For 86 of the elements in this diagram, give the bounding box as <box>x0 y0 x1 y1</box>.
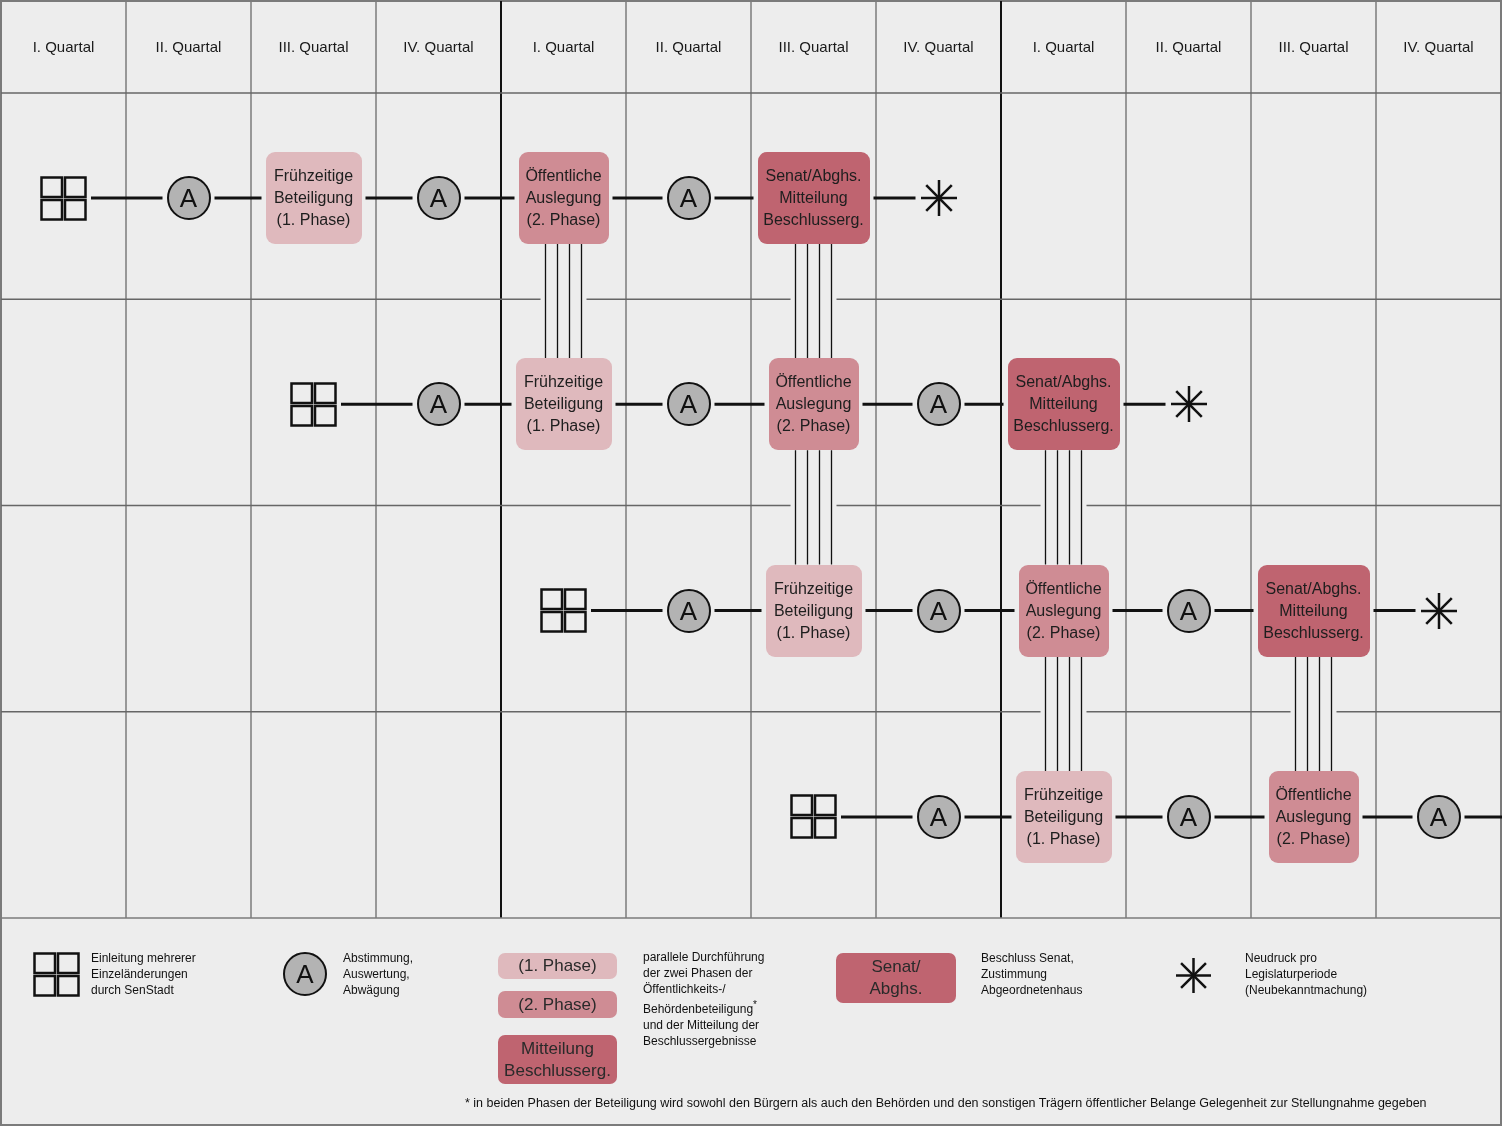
connector-line <box>1112 609 1163 613</box>
connector-line <box>615 402 663 406</box>
connector-line <box>1123 402 1166 406</box>
process-box: Frühzeitige Beteiligung (1. Phase) <box>765 564 862 657</box>
legend-text: parallele Durchführung der zwei Phasen der Öffentlichkeits-/ Behördenbeteiligung$^{*}$ und der Mitteilung der Beschlussergebnisse <box>643 949 766 1049</box>
step-circle: A <box>666 176 711 220</box>
parallel-lines <box>1294 655 1333 772</box>
connector-line <box>214 196 262 200</box>
connector-line <box>464 196 515 200</box>
parallel-lines <box>794 243 833 359</box>
process-box: Senat/Abghs. Mitteilung Beschlusserg. <box>757 152 870 244</box>
grid-icon <box>540 588 587 634</box>
process-box: Öffentliche Auslegung (2. Phase) <box>518 152 609 244</box>
column-header: II. Quartal <box>1155 38 1222 55</box>
legend-swatch: (2. Phase) <box>498 991 617 1018</box>
column-header: IV. Quartal <box>903 38 974 55</box>
process-box: Senat/Abghs. Mitteilung Beschlusserg. <box>1007 358 1120 451</box>
legend-text: Beschluss Senat, Zustimmung Abgeordnetenhaus <box>981 950 1084 998</box>
asterisk-icon <box>1419 591 1458 630</box>
grid-icon <box>40 175 87 221</box>
connector-line <box>341 402 413 406</box>
asterisk-icon <box>919 179 958 217</box>
connector-line <box>714 196 754 200</box>
connector-line <box>612 196 663 200</box>
process-box: Öffentliche Auslegung (2. Phase) <box>1018 564 1109 657</box>
step-circle: A <box>1166 588 1211 633</box>
connector-line <box>91 196 163 200</box>
connector-line <box>964 402 1004 406</box>
grid-icon <box>290 381 337 427</box>
connector-line <box>464 402 512 406</box>
connector-line <box>714 609 762 613</box>
connector-line <box>862 402 913 406</box>
footnote: * in beiden Phasen der Beteiligung wird sowohl den Bürgern als auch den Behörden und den sonstigen Trägern öffentlicher Belange Gelegenheit zur Stellungnahme gegeben <box>465 1096 1427 1110</box>
step-circle: A <box>1166 794 1211 839</box>
connector-line <box>591 609 663 613</box>
connector-line <box>1373 609 1416 613</box>
column-header: III. Quartal <box>1278 38 1349 55</box>
step-circle: A <box>916 588 961 633</box>
connector-line <box>1214 815 1265 819</box>
process-box: Senat/Abghs. Mitteilung Beschlusserg. <box>1257 564 1370 657</box>
legend-text: Neudruck pro Legislaturperiode (Neubekanntmachung) <box>1245 950 1369 998</box>
legend-text: Einleitung mehrerer Einzeländerungen durch SenStadt <box>91 950 197 998</box>
step-circle: A <box>916 794 961 839</box>
connector-line <box>841 815 913 819</box>
column-header: I. Quartal <box>532 38 595 55</box>
process-box: Öffentliche Auslegung (2. Phase) <box>1268 770 1359 863</box>
step-circle: A <box>666 382 711 427</box>
legend-swatch: Mitteilung Beschlusserg. <box>498 1035 617 1084</box>
step-circle: A <box>1416 794 1461 839</box>
connector-line <box>964 815 1012 819</box>
step-circle: A <box>916 382 961 427</box>
connector-line <box>964 609 1015 613</box>
parallel-lines <box>1044 449 1083 566</box>
parallel-lines <box>1044 655 1083 772</box>
process-box: Frühzeitige Beteiligung (1. Phase) <box>515 358 612 451</box>
legend-swatch: (1. Phase) <box>498 953 617 979</box>
grid-icon <box>790 794 837 840</box>
process-box: Öffentliche Auslegung (2. Phase) <box>768 358 859 451</box>
process-box: Frühzeitige Beteiligung (1. Phase) <box>265 152 362 244</box>
column-header: III. Quartal <box>278 38 349 55</box>
column-header: IV. Quartal <box>1403 38 1474 55</box>
connector-line <box>1362 815 1413 819</box>
column-header: III. Quartal <box>778 38 849 55</box>
connector-line <box>1464 815 1502 819</box>
legend-swatch: Senat/ Abghs. <box>836 953 956 1003</box>
column-header: I. Quartal <box>32 38 95 55</box>
legend-text: Abstimmung, Auswertung, Abwägung <box>343 950 415 998</box>
connector-line <box>1214 609 1254 613</box>
connector-line <box>365 196 413 200</box>
connector-line <box>714 402 765 406</box>
connector-line <box>873 196 916 200</box>
asterisk-icon <box>1169 385 1208 424</box>
column-header: IV. Quartal <box>403 38 474 55</box>
column-header: II. Quartal <box>155 38 222 55</box>
parallel-lines <box>794 449 833 566</box>
step-circle: A <box>416 382 461 427</box>
step-circle: A <box>283 952 327 996</box>
column-header: I. Quartal <box>1032 38 1095 55</box>
parallel-lines <box>544 243 583 359</box>
connector-line <box>1115 815 1163 819</box>
step-circle: A <box>666 588 711 633</box>
step-circle: A <box>166 176 211 220</box>
connector-line <box>865 609 913 613</box>
step-circle: A <box>416 176 461 220</box>
column-header: II. Quartal <box>655 38 722 55</box>
process-box: Frühzeitige Beteiligung (1. Phase) <box>1015 770 1112 863</box>
